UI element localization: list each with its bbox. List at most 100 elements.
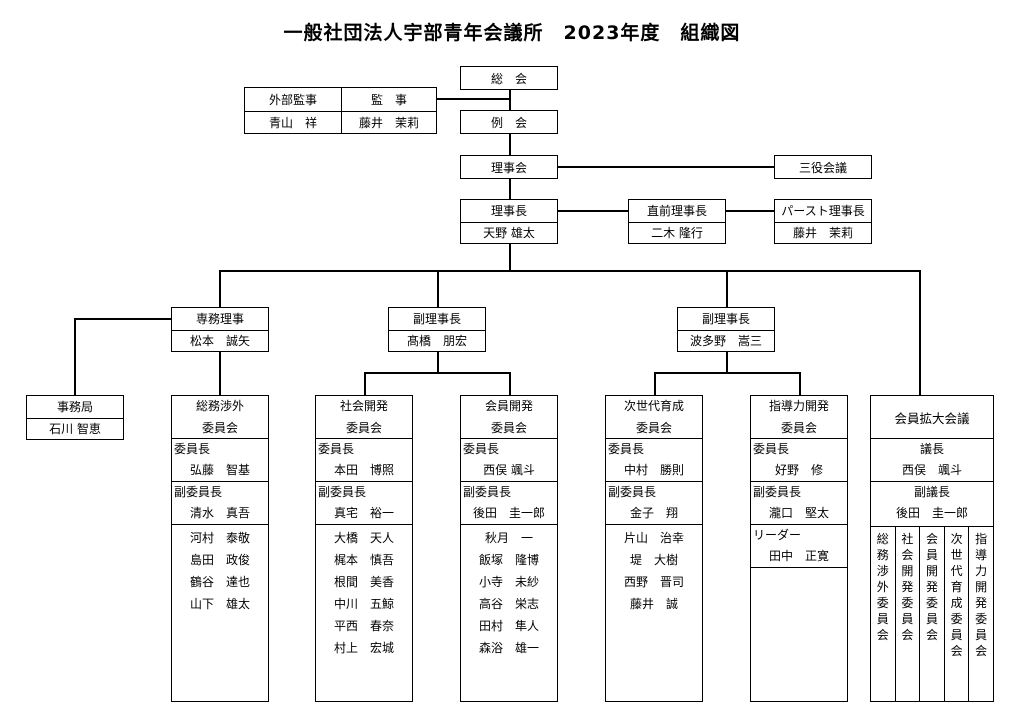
connector [219, 270, 221, 308]
council-vice-chair-label: 副議長 [913, 485, 950, 499]
vice-president-1-box: 副理事長 髙橋 朋宏 [388, 307, 486, 352]
connector [219, 270, 921, 272]
auditor-name: 藤井 茉莉 [342, 110, 436, 134]
committee-suffix: 委員会 [201, 421, 238, 435]
member-name: 村上 宏城 [333, 641, 394, 655]
vice-president-2-box: 副理事長 波多野 嵩三 [677, 307, 775, 352]
connector [437, 270, 439, 308]
connector [364, 372, 366, 396]
member-name: 森浴 雄一 [478, 641, 539, 655]
committee-name: 次世代育成 [623, 399, 684, 413]
member-name: 飯塚 隆博 [478, 553, 539, 567]
auditor-title: 監 事 [370, 92, 407, 107]
secretariat-box: 事務局 石川 智恵 [26, 395, 124, 440]
past-president-name: 藤井 茉莉 [775, 221, 871, 244]
member-name: 梶本 慎吾 [333, 553, 394, 567]
connector [437, 351, 439, 373]
vice-president-2-name: 波多野 嵩三 [678, 329, 774, 352]
vice-chair-name: 金子 翔 [629, 506, 678, 520]
connector [654, 372, 800, 374]
chair-name: 好野 修 [774, 463, 823, 477]
vice-chair-label: 副委員長 [753, 485, 802, 499]
regular-meeting-box: 例 会 [460, 110, 558, 134]
executive-meeting-box: 三役会議 [774, 155, 872, 179]
member-name: 田村 隼人 [478, 619, 539, 633]
previous-president-name: 二木 隆行 [629, 221, 725, 244]
member-name: 島田 政俊 [189, 553, 250, 567]
member-name: 藤井 誠 [629, 597, 678, 611]
council-committee-column: 総務渉外委員会 [871, 527, 896, 701]
leader-name: 田中 正寛 [768, 549, 829, 563]
previous-president-box: 直前理事長 二木 隆行 [628, 199, 726, 244]
committee-suffix: 委員会 [635, 421, 672, 435]
vice-chair-label: 副委員長 [608, 485, 657, 499]
connector [556, 166, 776, 168]
member-name: 鶴谷 達也 [189, 575, 250, 589]
vice-president-1-name: 髙橋 朋宏 [389, 329, 485, 352]
connector [364, 372, 510, 374]
council-chair-name: 西俣 颯斗 [901, 463, 962, 477]
council-committee-column: 指導力開発委員会 [975, 532, 988, 658]
vice-chair-name: 後田 圭一郎 [472, 506, 545, 520]
member-name: 片山 治幸 [623, 531, 684, 545]
vice-chair-label: 副委員長 [174, 485, 223, 499]
connector [509, 243, 511, 271]
connector [509, 372, 511, 396]
connector [74, 318, 172, 320]
president-name: 天野 雄太 [461, 221, 557, 244]
chair-label: 委員長 [174, 442, 211, 456]
external-auditor-name: 青山 祥 [245, 110, 341, 134]
chair-name: 中村 勝則 [623, 463, 684, 477]
vice-president-2-title: 副理事長 [701, 312, 750, 327]
committee-suffix: 委員会 [780, 421, 817, 435]
president-title: 理事長 [490, 204, 527, 219]
vice-chair-label: 副委員長 [318, 485, 367, 499]
committee-suffix: 委員会 [490, 421, 527, 435]
vice-chair-name: 瀧口 堅太 [768, 506, 829, 520]
chair-label: 委員長 [753, 442, 790, 456]
committee-suffix: 委員会 [345, 421, 382, 435]
committee-name: 指導力開発 [768, 399, 829, 413]
member-name: 秋月 一 [484, 531, 533, 545]
vice-president-1-title: 副理事長 [412, 312, 461, 327]
committee-leadership-development: 指導力開発委員会 委員長好野 修 副委員長瀧口 堅太 リーダー田中 正寛 [750, 395, 848, 702]
executive-director-name: 松本 誠矢 [172, 329, 268, 352]
vice-chair-name: 真宅 裕一 [333, 506, 394, 520]
committee-next-generation: 次世代育成委員会 委員長中村 勝則 副委員長金子 翔 片山 治幸 堤 大樹 西野… [605, 395, 703, 702]
council-title: 会員拡大会議 [871, 396, 993, 439]
council-committee-column: 社会開発委員会 [896, 527, 921, 701]
chair-name: 西俣 颯斗 [483, 463, 535, 477]
secretariat-title: 事務局 [56, 400, 93, 415]
committee-membership-development: 会員開発委員会 委員長西俣 颯斗 副委員長後田 圭一郎 秋月 一 飯塚 隆博 小… [460, 395, 558, 702]
president-box: 理事長 天野 雄太 [460, 199, 558, 244]
general-assembly-box: 総 会 [460, 66, 558, 90]
committee-name: 会員開発 [484, 399, 533, 413]
external-auditor-title: 外部監事 [268, 92, 317, 107]
leader-label: リーダー [753, 528, 802, 542]
previous-president-title: 直前理事長 [646, 204, 707, 219]
past-president-title: パースト理事長 [781, 204, 865, 219]
connector [436, 98, 510, 100]
chair-name: 本田 博照 [333, 463, 394, 477]
executive-director-box: 専務理事 松本 誠矢 [171, 307, 269, 352]
connector [799, 372, 801, 396]
past-president-box: パースト理事長 藤井 茉莉 [774, 199, 872, 244]
connector [726, 351, 728, 373]
member-name: 小寺 未紗 [478, 575, 539, 589]
connector [509, 178, 511, 200]
connector [654, 372, 656, 396]
executive-director-title: 専務理事 [195, 312, 244, 327]
connector [509, 134, 511, 156]
connector [509, 89, 511, 111]
council-committee-column: 会員開発委員会 [920, 527, 945, 701]
member-name: 中川 五鯨 [333, 597, 394, 611]
page-title: 一般社団法人宇部青年会議所 2023年度 組織図 [283, 22, 741, 44]
chair-label: 委員長 [318, 442, 355, 456]
vice-chair-name: 清水 真吾 [189, 506, 250, 520]
member-name: 山下 雄太 [189, 597, 250, 611]
chair-label: 委員長 [463, 442, 500, 456]
chair-label: 委員長 [608, 442, 645, 456]
connector [219, 351, 221, 396]
member-name: 高谷 栄志 [478, 597, 539, 611]
member-name: 河村 泰敬 [189, 531, 250, 545]
